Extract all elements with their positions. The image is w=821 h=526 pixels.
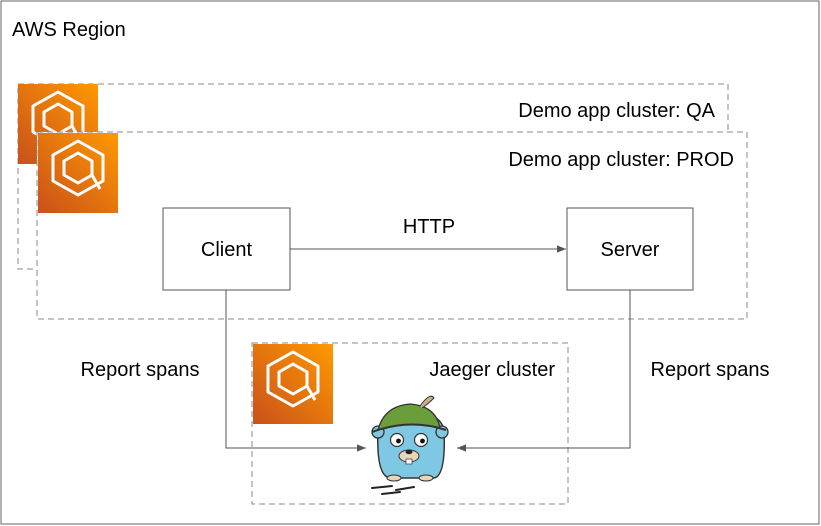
- client-node-box[interactable]: [162, 207, 291, 291]
- prod-cluster-label: Demo app cluster: PROD: [508, 149, 734, 171]
- server-report-spans-label: Report spans: [651, 359, 770, 381]
- prod-cluster-eks-icon: [38, 133, 118, 213]
- server-report-spans-arrow: [457, 290, 631, 452]
- client-report-spans-label: Report spans: [81, 359, 200, 381]
- jaeger-gopher-icon: [371, 395, 449, 495]
- client-report-spans-arrow: [225, 290, 366, 452]
- jaeger-cluster-label: Jaeger cluster: [429, 359, 555, 381]
- qa-cluster-label: Demo app cluster: QA: [518, 100, 715, 122]
- server-node-label: Server: [601, 239, 660, 261]
- client-node-label: Client: [201, 239, 253, 261]
- aws-region-label: AWS Region: [12, 19, 126, 41]
- http-label: HTTP: [403, 216, 455, 238]
- jaeger-cluster-eks-icon: [253, 344, 333, 424]
- server-node-box[interactable]: [566, 207, 694, 291]
